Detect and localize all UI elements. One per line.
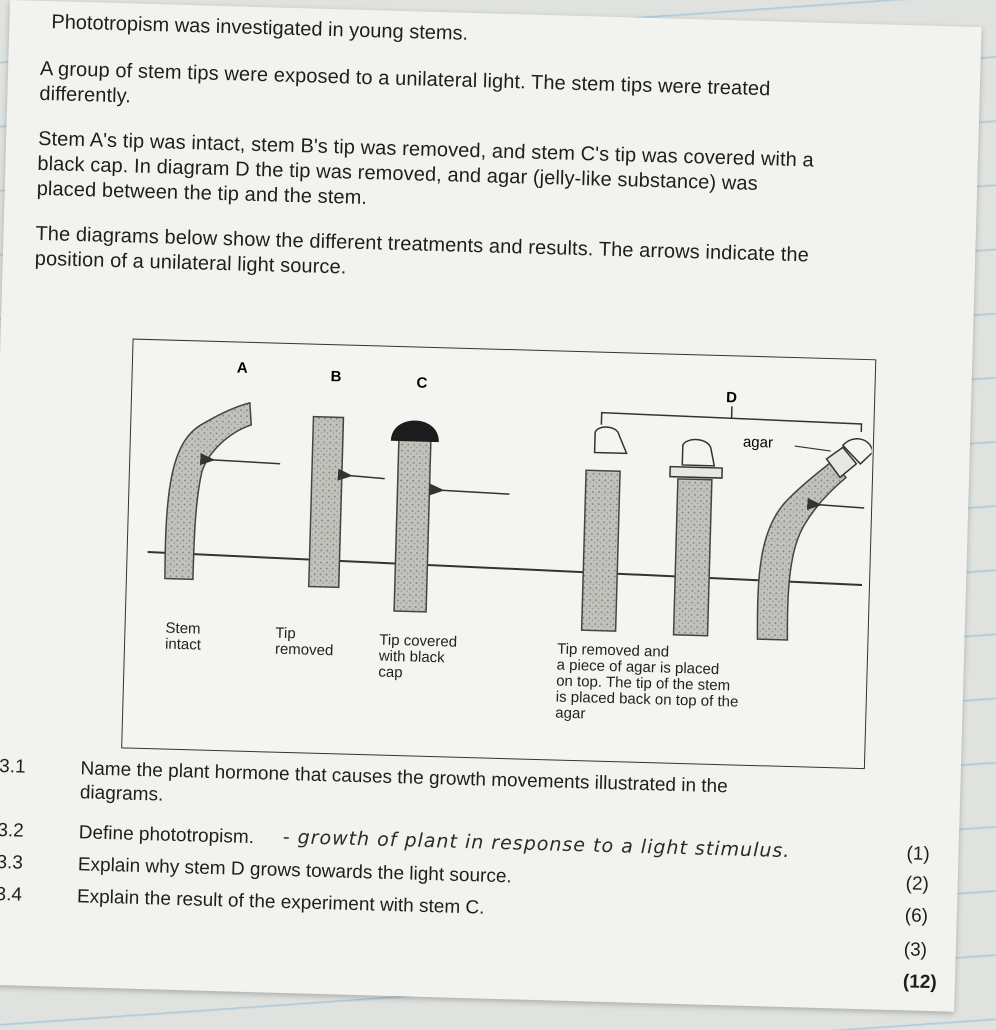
label-d: D [726, 389, 737, 406]
stem-d2 [672, 478, 713, 637]
ground-line [147, 551, 863, 587]
stem-c [393, 438, 432, 613]
diagram-drawing: A B C D agar [147, 359, 874, 641]
handwritten-answer: - growth of plant in response to a light… [282, 825, 791, 863]
caption-a: Stem intact [164, 619, 202, 654]
label-c: C [416, 375, 427, 392]
light-arrow-a [199, 453, 281, 466]
caption-b: Tip removed [274, 624, 334, 660]
marks-13-1: (1) [906, 843, 931, 866]
light-arrow-d [806, 497, 865, 510]
intro-paragraph-1: A group of stem tips were exposed to a u… [39, 57, 771, 108]
worksheet-paper: Phototropism was investigated in young s… [0, 0, 982, 1012]
marks-13-3: (6) [904, 905, 929, 927]
agar-block-3 [825, 446, 858, 479]
marks-13-4: (3) [903, 939, 928, 961]
light-arrow-c [429, 483, 510, 496]
intro-paragraph-2: Stem A's tip was intact, stem B's tip wa… [36, 127, 815, 210]
black-cap [390, 420, 439, 443]
label-b: B [330, 368, 341, 385]
light-arrow-b [337, 468, 385, 481]
stem-b [307, 415, 345, 589]
stem-a [164, 401, 253, 581]
page-title: Phototropism was investigated in young s… [51, 11, 469, 45]
label-agar: agar [743, 434, 773, 452]
total-marks: (12) [902, 971, 938, 994]
agar-block-2 [669, 465, 723, 479]
caption-d: Tip removed and a piece of agar is place… [555, 640, 739, 723]
stem-d1-tip [593, 426, 628, 455]
stem-d2-tip [681, 438, 716, 467]
caption-c: Tip covered with black cap [378, 631, 458, 682]
stem-d3 [756, 460, 848, 641]
phototropism-diagram: A B C D agar Stem intact Tip removed Tip… [121, 338, 877, 770]
stem-d1 [580, 469, 621, 632]
agar-pointer [794, 445, 831, 452]
label-a: A [237, 359, 248, 376]
marks-13-2: (2) [905, 873, 930, 895]
intro-paragraph-3: The diagrams below show the different tr… [34, 222, 810, 279]
